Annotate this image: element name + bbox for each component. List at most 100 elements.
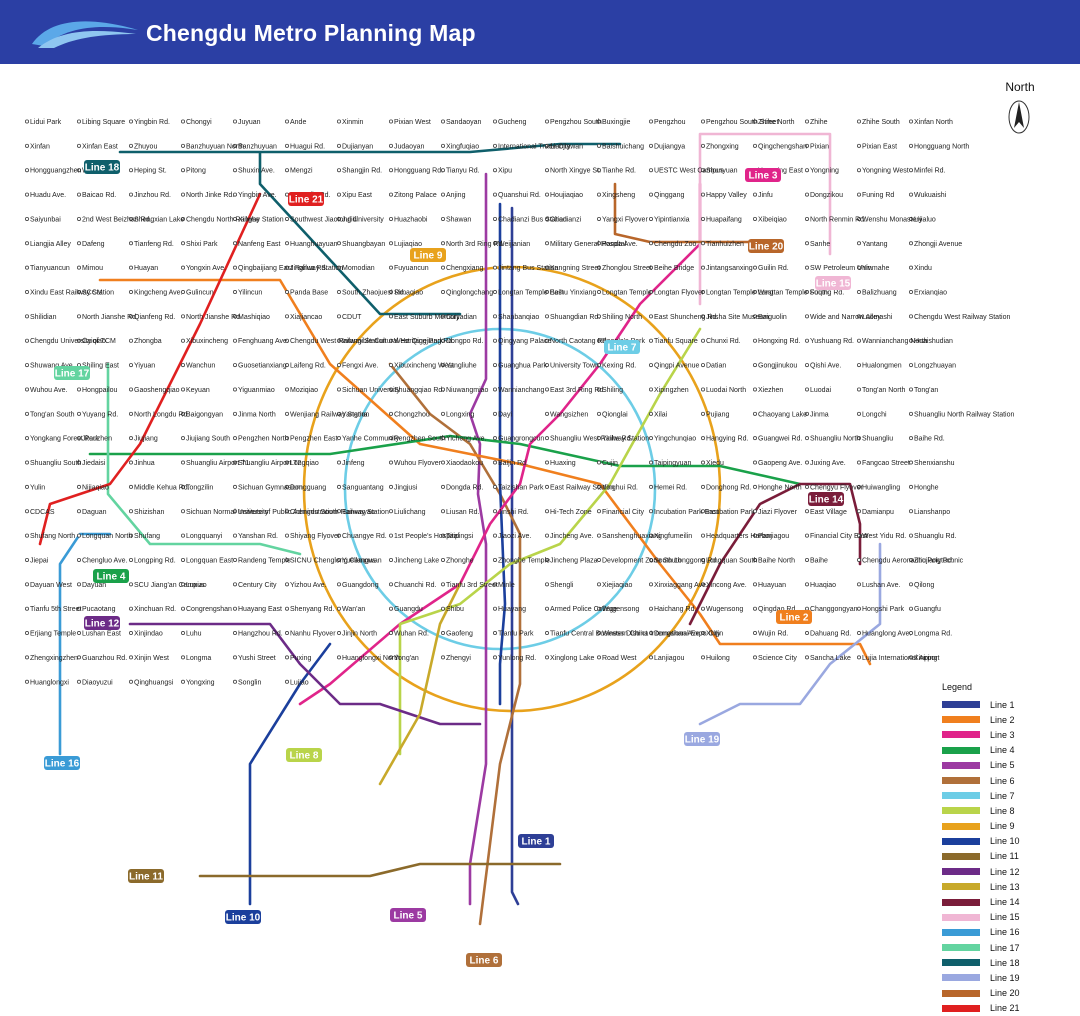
station-label: Shuxin Ave. (238, 168, 275, 175)
station-dot (284, 216, 289, 221)
station-dot (232, 387, 237, 392)
line-badge-label: Line 21 (289, 195, 324, 206)
station-label: Dongda Rd. (446, 484, 483, 491)
station-dot (388, 363, 393, 368)
station-dot (128, 509, 133, 514)
legend-item: Line 16 (942, 925, 1042, 940)
station-dot (388, 143, 393, 148)
station-dot (24, 679, 29, 684)
station-label: Cuijiadian (446, 314, 477, 321)
legend-label: Line 19 (990, 972, 1020, 983)
line-badge-label: Line 6 (470, 956, 499, 967)
station-label: Shuangbayan (342, 241, 385, 248)
station-label: Banzhuyuan North (186, 143, 244, 150)
station-label: Chunxi Rd. (706, 338, 741, 345)
line-6-path (388, 362, 522, 926)
station-dot (232, 557, 237, 562)
station-dot (388, 436, 393, 441)
station-dot (805, 436, 810, 441)
station-dot (440, 314, 445, 319)
station-dot (857, 143, 862, 148)
station-dot (336, 631, 341, 636)
station-label: Lushan Ave. (862, 582, 900, 589)
station-dot (753, 533, 758, 538)
station-label: Tianfu Central Business District (550, 631, 647, 638)
station-label: Dayi (498, 411, 512, 418)
station-label: Longchi (862, 411, 887, 418)
station-label: Longquan East (186, 557, 233, 564)
legend-swatch (942, 1004, 980, 1012)
station-markers (24, 119, 914, 684)
station-dot (24, 557, 29, 562)
station-label: Huagui Rd. (290, 143, 325, 150)
station-dot (180, 387, 185, 392)
station-label: Pujiang (706, 411, 729, 418)
station-dot (909, 387, 914, 392)
station-label: SCU Jiang'an Campus (134, 582, 205, 589)
line-10-path (248, 202, 507, 906)
station-label: Gaofeng (446, 631, 473, 638)
line-badge-label: Line 2 (780, 613, 809, 624)
station-label: Pixian (810, 143, 829, 150)
station-label: North Longdu Rd. (134, 411, 189, 418)
station-dot (805, 192, 810, 197)
station-label: Financial City (602, 509, 645, 516)
station-dot (388, 411, 393, 416)
station-dot (909, 216, 914, 221)
station-label: Gaopeng Ave. (758, 460, 802, 467)
station-label: Zhuyou (134, 143, 157, 150)
station-label: Jinjin North (342, 631, 377, 638)
legend-swatch (942, 807, 980, 815)
legend-swatch (942, 898, 980, 906)
station-dot (492, 265, 497, 270)
station-label: Development Zone South (602, 557, 681, 564)
station-label: Yunlong Rd. (498, 655, 536, 662)
station-label: Taipingyuan (654, 460, 691, 467)
line-badge (84, 616, 120, 630)
station-dot (753, 143, 758, 148)
station-dot (77, 338, 82, 343)
station-label: Datian (706, 363, 726, 370)
line-badge-label: Line 5 (394, 911, 423, 922)
station-dot (180, 143, 185, 148)
station-label: Balizhuang (862, 290, 897, 297)
station-label: Longtan Temple West (706, 290, 774, 297)
station-label: Qishi Ave. (810, 363, 841, 370)
line-badge (466, 953, 502, 967)
station-label: Sichuan University (342, 387, 400, 394)
station-label: Anjing (446, 192, 466, 199)
station-dot (180, 460, 185, 465)
station-label: Fengxi Ave. (342, 363, 379, 370)
station-dot (180, 655, 185, 660)
line-badge (808, 492, 844, 506)
station-label: Armed Police College (550, 606, 617, 613)
station-label: West Yidu Rd. (862, 533, 906, 540)
station-label: CDCAS (30, 509, 55, 516)
station-dot (440, 241, 445, 246)
line-badge-label: Line 15 (816, 279, 851, 290)
station-label: UESTC West Campus (654, 168, 724, 175)
station-dot (232, 484, 237, 489)
station-label: Zhongji Avenue (914, 241, 962, 248)
station-dot (24, 582, 29, 587)
legend-label: Line 13 (990, 881, 1020, 892)
station-dot (232, 363, 237, 368)
legend-swatch (942, 761, 980, 769)
station-dot (909, 314, 914, 319)
legend-swatch (942, 989, 980, 997)
station-dot (857, 557, 862, 562)
station-label: North Jinke Rd. (186, 192, 234, 199)
line-badge (286, 748, 322, 762)
station-label: Erjiang Temple (30, 631, 76, 638)
station-label: Chengluo Ave. (82, 557, 127, 564)
station-label: Yushi Street (238, 655, 276, 662)
station-dot (909, 557, 914, 562)
station-label: Shenyang Rd. (290, 606, 334, 613)
station-label: Qianfeng Rd. (134, 314, 175, 321)
station-dot (336, 216, 341, 221)
station-dot (24, 509, 29, 514)
station-dot (701, 265, 706, 270)
station-label: Qinghuangsi (134, 679, 174, 686)
station-label: Yiguanmiao (238, 387, 275, 394)
